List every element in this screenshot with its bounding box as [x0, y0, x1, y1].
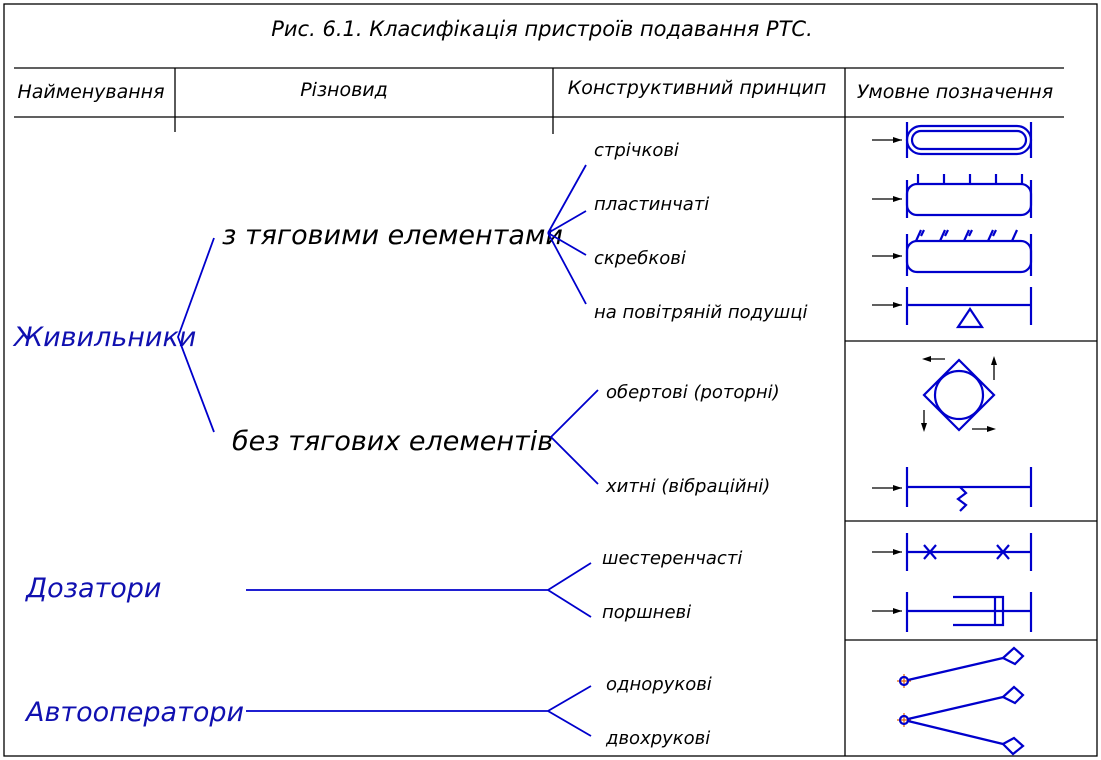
principle-plate: пластинчаті	[594, 194, 709, 215]
principle-vibrating: хитні (вібраційні)	[605, 476, 770, 497]
principle-belt: стрічкові	[594, 140, 679, 161]
header-variety: Різновид	[300, 79, 388, 101]
header-name: Найменування	[17, 81, 164, 103]
principle-piston: поршневі	[602, 602, 691, 623]
feeders-bracket	[177, 237, 215, 433]
piston-doser-symbol	[872, 592, 1033, 632]
two-arm-autooperator-symbol	[897, 685, 1025, 756]
vibrating-feeder-symbol	[872, 467, 1033, 512]
group-feeders: Живильники	[12, 322, 196, 353]
traction-branches	[547, 164, 587, 305]
non-traction-branches	[549, 389, 599, 485]
principle-scraper: скребкові	[594, 248, 686, 269]
dosers-branches	[246, 562, 592, 618]
group-autooperators: Автооператори	[24, 697, 244, 728]
scraper-conveyor-symbol	[872, 229, 1033, 276]
variety-without-traction: без тягових елементів	[232, 426, 553, 457]
plate-conveyor-symbol	[872, 174, 1033, 218]
principle-one-arm: однорукові	[606, 674, 712, 695]
one-arm-autooperator-symbol	[897, 646, 1025, 688]
figure-title: Рис. 6.1. Класифікація пристроїв подаван…	[271, 17, 813, 41]
principle-air-cushion: на повітряній подушці	[594, 302, 807, 323]
belt-conveyor-symbol	[872, 122, 1033, 158]
header-symbol: Умовне позначення	[857, 81, 1053, 103]
header-principle: Конструктивний принцип	[568, 77, 827, 99]
group-dosers: Дозатори	[25, 573, 161, 604]
gear-doser-symbol	[872, 533, 1033, 571]
rotary-feeder-symbol	[921, 356, 997, 432]
principle-gear: шестеренчасті	[602, 548, 742, 569]
air-cushion-conveyor-symbol	[872, 287, 1033, 329]
principle-two-arm: двохрукові	[605, 728, 710, 749]
variety-with-traction: з тяговими елементами	[222, 220, 563, 251]
principle-rotary: обертові (роторні)	[606, 382, 780, 403]
outer-frame	[3, 3, 1098, 757]
autooperators-branches	[246, 685, 592, 737]
